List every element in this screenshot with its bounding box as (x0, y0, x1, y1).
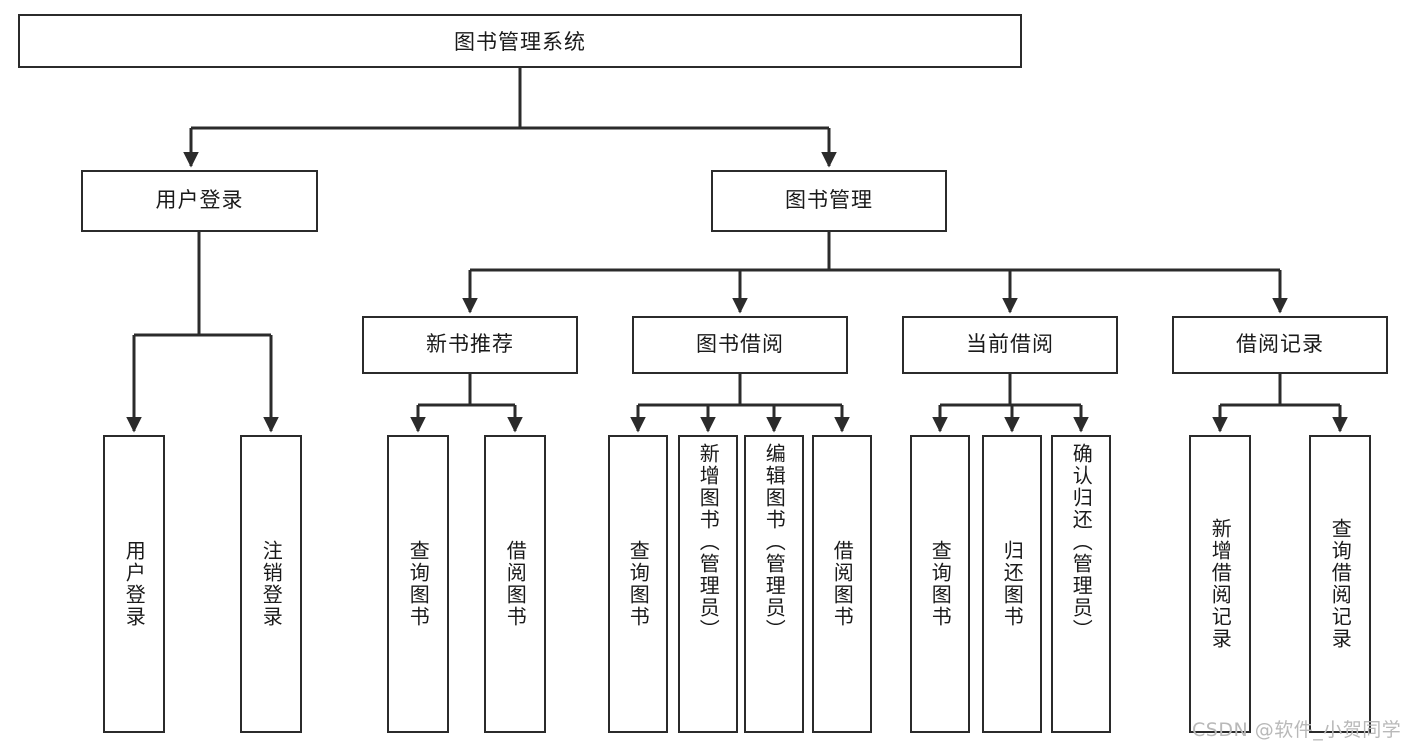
node-new-book-rec[interactable]: 新书推荐 (362, 316, 578, 374)
leaf-return-book[interactable]: 归还图书 (982, 435, 1042, 733)
leaf-borrow-book-bw[interactable]: 借阅图书 (812, 435, 872, 733)
leaf-confirm-return-label: 确认归还（管理员） (1069, 443, 1094, 641)
node-root-label: 图书管理系统 (454, 30, 586, 54)
leaf-query-book-rec-label: 查询图书 (406, 540, 431, 628)
node-book-manage[interactable]: 图书管理 (711, 170, 947, 232)
node-book-borrow-label: 图书借阅 (696, 332, 784, 357)
leaf-add-book-label: 新增图书（管理员） (696, 443, 721, 641)
node-root[interactable]: 图书管理系统 (18, 14, 1022, 68)
leaf-query-book-cb[interactable]: 查询图书 (910, 435, 970, 733)
leaf-query-book-bw-label: 查询图书 (626, 540, 651, 628)
node-new-book-rec-label: 新书推荐 (426, 332, 514, 357)
node-current-borrow[interactable]: 当前借阅 (902, 316, 1118, 374)
leaf-query-book-cb-label: 查询图书 (928, 540, 953, 628)
leaf-borrow-book-rec-label: 借阅图书 (503, 540, 528, 628)
node-user-login-label: 用户登录 (155, 188, 244, 213)
csdn-watermark: CSDN @软件_小贺同学 (1192, 719, 1402, 741)
leaf-add-book[interactable]: 新增图书（管理员） (678, 435, 738, 733)
leaf-borrow-book-rec[interactable]: 借阅图书 (484, 435, 546, 733)
node-current-borrow-label: 当前借阅 (966, 332, 1054, 357)
leaf-confirm-return[interactable]: 确认归还（管理员） (1051, 435, 1111, 733)
leaf-query-book-bw[interactable]: 查询图书 (608, 435, 668, 733)
leaf-borrow-book-bw-label: 借阅图书 (830, 540, 855, 628)
node-borrow-record-label: 借阅记录 (1236, 332, 1324, 357)
node-book-borrow[interactable]: 图书借阅 (632, 316, 848, 374)
node-book-manage-label: 图书管理 (785, 188, 873, 213)
leaf-user-login[interactable]: 用户登录 (103, 435, 165, 733)
node-borrow-record[interactable]: 借阅记录 (1172, 316, 1388, 374)
leaf-add-record-label: 新增借阅记录 (1208, 518, 1233, 650)
leaf-logout[interactable]: 注销登录 (240, 435, 302, 733)
leaf-query-book-rec[interactable]: 查询图书 (387, 435, 449, 733)
leaf-query-record[interactable]: 查询借阅记录 (1309, 435, 1371, 733)
leaf-logout-label: 注销登录 (259, 540, 284, 628)
leaf-edit-book-label: 编辑图书（管理员） (762, 443, 787, 641)
leaf-query-record-label: 查询借阅记录 (1328, 518, 1353, 650)
leaf-user-login-label: 用户登录 (122, 540, 147, 628)
leaf-edit-book[interactable]: 编辑图书（管理员） (744, 435, 804, 733)
node-user-login[interactable]: 用户登录 (81, 170, 318, 232)
leaf-add-record[interactable]: 新增借阅记录 (1189, 435, 1251, 733)
leaf-return-book-label: 归还图书 (1000, 540, 1025, 628)
